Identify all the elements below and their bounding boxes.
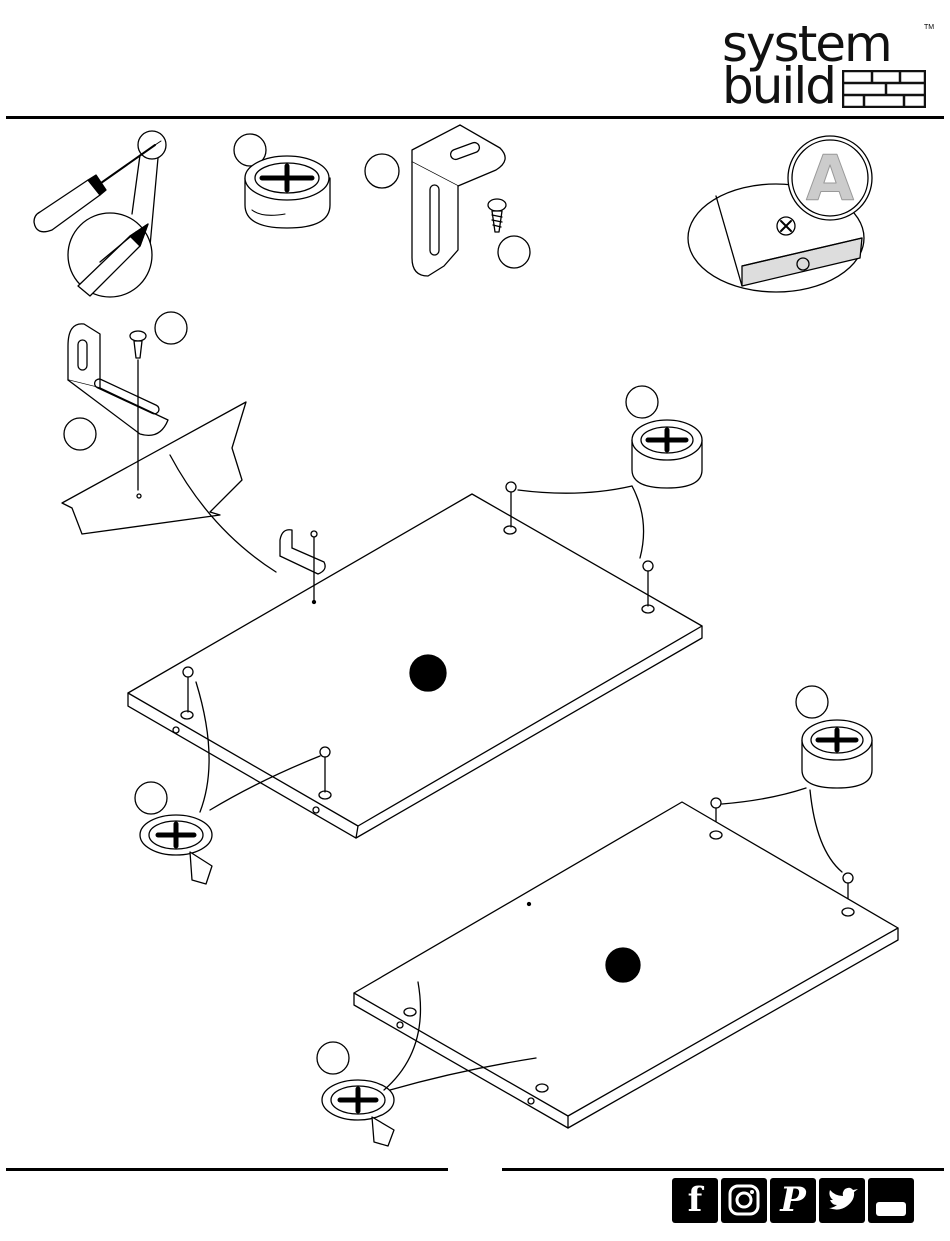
youtube-icon[interactable] (868, 1178, 914, 1223)
leader-line (810, 790, 842, 872)
callout-circle (796, 686, 828, 718)
twitter-icon[interactable] (819, 1178, 865, 1223)
screw-icon (488, 199, 506, 232)
leader-line (518, 486, 632, 493)
callout-circle (64, 418, 96, 450)
callout-letter: A (806, 142, 854, 215)
leader-line (632, 486, 644, 558)
callout-circle (135, 782, 167, 814)
bracket-inset (62, 324, 276, 572)
cam-lock-icon (140, 815, 212, 884)
callout-circle (498, 236, 530, 268)
cam-lock-icon (632, 420, 702, 488)
lower-panel (354, 802, 898, 1128)
callout-circle (155, 312, 187, 344)
cam-lock-icon (322, 1080, 394, 1146)
cam-lock-icon (802, 720, 872, 788)
facebook-icon[interactable]: f (672, 1178, 718, 1223)
pinterest-icon[interactable]: P (770, 1178, 816, 1223)
instagram-icon[interactable] (721, 1178, 767, 1223)
cam-lock-icon (245, 156, 330, 228)
callout-circle (626, 386, 658, 418)
callout-circle (317, 1042, 349, 1074)
upper-panel (128, 494, 702, 838)
screwdriver-icon (34, 131, 166, 297)
leader-line (722, 788, 806, 804)
callout-circle (365, 154, 399, 188)
